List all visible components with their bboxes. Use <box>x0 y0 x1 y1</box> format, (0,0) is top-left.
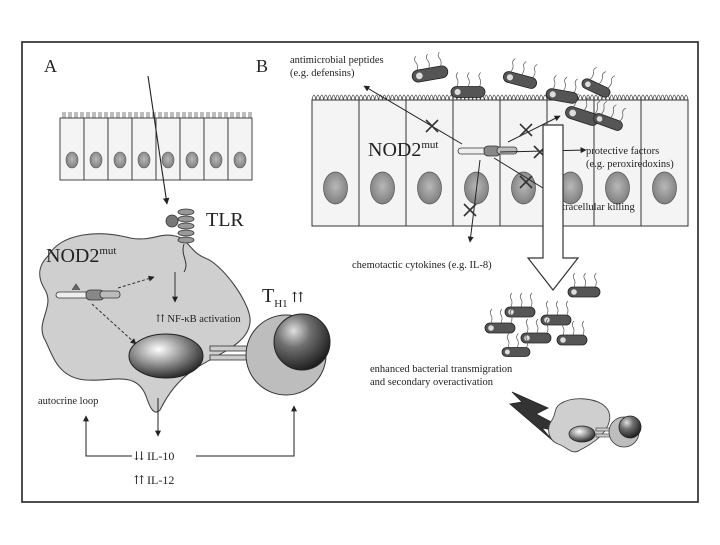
nod2-label-b: NOD2mut <box>368 139 438 161</box>
transmigration-arrow <box>526 124 580 291</box>
bacterium-icon <box>501 333 531 357</box>
epithelial-cell-a <box>155 112 181 181</box>
nfkb-activation-label: ⇈ NF-κB activation <box>156 314 241 325</box>
panel-b-letter: B <box>256 56 268 76</box>
epithelial-cell-b <box>640 94 689 227</box>
panel-a-epithelium <box>59 112 253 181</box>
nucleus <box>605 171 630 205</box>
nucleus <box>417 171 442 205</box>
panel-a-letter: A <box>44 56 57 76</box>
blocked-pathway-marks <box>425 119 547 217</box>
bacterium-icon <box>502 58 538 89</box>
transmigrated-bacteria-group <box>484 272 601 357</box>
epithelial-cell-b <box>311 94 360 227</box>
nucleus <box>209 151 223 169</box>
blocked-x-icon <box>519 175 533 189</box>
figure-frame <box>21 41 699 503</box>
enhanced-label-line2: and secondary overactivation <box>370 377 494 388</box>
chemokine-label: chemotactic cytokines (e.g. IL-8) <box>352 260 492 271</box>
enhanced-label-line1: enhanced bacterial transmigration <box>370 364 513 375</box>
to-bacteria-arrow <box>507 115 561 143</box>
bacteria-group <box>411 51 626 131</box>
epithelial-cell-b <box>452 94 501 227</box>
to-amp-arrow <box>363 85 463 145</box>
nucleus <box>323 171 348 205</box>
bacterium-icon <box>545 74 579 104</box>
killing-label: intracellular killing <box>554 202 636 213</box>
epithelial-cell-b <box>358 94 407 227</box>
amp-label-line1: antimicrobial peptides <box>290 55 384 66</box>
bacterium-icon <box>556 320 588 346</box>
nucleus <box>185 151 199 169</box>
nucleus <box>652 171 677 205</box>
macrophage-cell-small <box>548 398 611 453</box>
th1-label: TH1⇈ <box>262 285 304 310</box>
protective-label-line1: protective factors <box>586 146 659 157</box>
epithelial-cell-b <box>499 94 548 227</box>
bacterium-icon <box>411 51 449 83</box>
bacterium-icon <box>593 101 626 131</box>
epithelial-cell-b <box>405 94 454 227</box>
th1-cell-small <box>608 415 642 448</box>
blocked-x-icon <box>425 119 439 133</box>
th1-cell <box>245 313 331 396</box>
nucleus <box>233 151 247 169</box>
nod2-label-a: NOD2mut <box>46 245 116 267</box>
macrophage-nucleus <box>128 333 204 379</box>
epithelial-cell-a <box>59 112 85 181</box>
nucleus <box>113 151 127 169</box>
blocked-x-icon <box>463 203 477 217</box>
bacterium-icon <box>581 67 616 98</box>
bacterium-icon <box>450 72 486 98</box>
bacterium-icon <box>540 300 572 326</box>
epithelial-cell-a <box>107 112 133 181</box>
bacterium-icon <box>567 272 601 298</box>
bacterial-entry-arrow <box>147 75 170 205</box>
epithelial-cell-a <box>227 112 253 181</box>
epithelial-cell-a <box>83 112 109 181</box>
macrophage-nucleus-small <box>568 425 596 443</box>
nucleus <box>370 171 395 205</box>
bacterium-icon <box>520 318 552 344</box>
nucleus <box>89 151 103 169</box>
nucleus <box>137 151 151 169</box>
th1-activation-arrow <box>196 405 297 457</box>
autocrine-loop-arrow <box>83 415 132 457</box>
epithelial-cell-a <box>179 112 205 181</box>
epithelial-cell-a <box>131 112 157 181</box>
nod2-to-tlr-arrow <box>117 275 155 289</box>
protective-label-line2: (e.g. peroxiredoxins) <box>586 159 674 170</box>
nucleus <box>161 151 175 169</box>
il10-label: ⇊ IL-10 <box>133 449 174 463</box>
nod2-protein-icon-a <box>55 283 121 301</box>
autocrine-loop-label: autocrine loop <box>38 396 98 407</box>
macrophage-cell <box>39 233 251 413</box>
to-chemokine-arrow <box>467 159 481 243</box>
il12-label: ⇈ IL-12 <box>133 473 174 487</box>
bacterium-icon <box>484 308 516 334</box>
bacterium-icon <box>504 292 536 318</box>
tlr-label: TLR <box>206 209 244 231</box>
nucleus <box>65 151 79 169</box>
epithelial-cell-a <box>203 112 229 181</box>
amp-label-line2: (e.g. defensins) <box>290 68 355 79</box>
blocked-x-icon <box>519 123 533 137</box>
tlr-receptor-icon <box>165 208 195 273</box>
